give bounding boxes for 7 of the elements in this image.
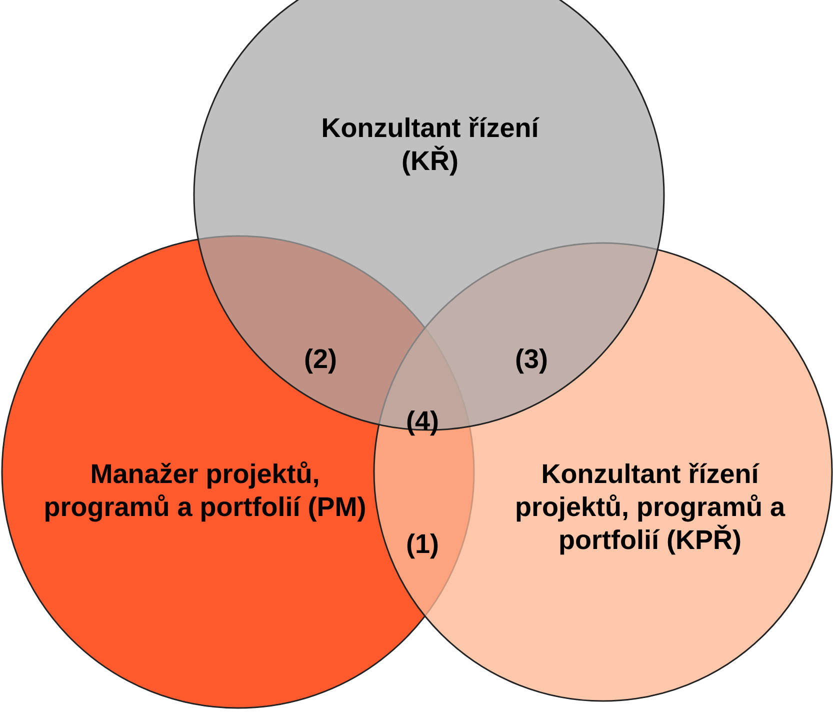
- circle-label: Konzultant řízení (KŘ): [320, 112, 540, 178]
- circle-label: Manažer projektů, programů a portfolií (PM): [42, 458, 368, 524]
- overlap-number: (1): [406, 528, 439, 561]
- overlap-number: (2): [304, 343, 337, 376]
- overlap-number: (3): [515, 343, 548, 376]
- circle-label: Konzultant řízení projektů, programů a portfolií (KPŘ): [514, 458, 786, 557]
- overlap-number: (4): [406, 405, 439, 438]
